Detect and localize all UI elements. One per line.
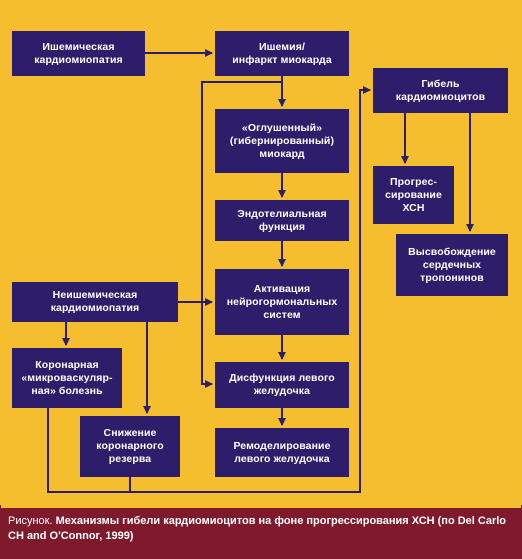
box-progression-chf: Прогрес- сирование ХСН <box>373 166 454 224</box>
caption-lead: Рисунок. <box>8 515 53 527</box>
arrow-loop-to-lvdysf <box>201 81 282 388</box>
caption-text: Механизмы гибели кардиомиоцитов на фоне … <box>8 515 507 542</box>
caption-bar <box>0 508 522 559</box>
box-coronary-reserve: Снижение коронарного резерва <box>80 416 180 477</box>
box-cardiomyocyte-death: Гибель кардиомиоцитов <box>373 68 508 113</box>
box-troponin-release: Высвобождение сердечных тропонинов <box>396 234 508 296</box>
box-coronary-microvascular: Коронарная «микроваскуляр- ная» болезнь <box>12 348 122 408</box>
box-stunned-myocardium: «Оглушенный» (гибернированный) миокард <box>215 109 349 173</box>
figure-caption: Рисунок. Механизмы гибели кардиомиоцитов… <box>8 514 514 544</box>
box-ischemia-infarction: Ишемия/ инфаркт миокарда <box>215 31 349 76</box>
box-ischemic-cardiomyopathy: Ишемическая кардиомиопатия <box>12 31 145 76</box>
box-neurohormonal-activation: Активация нейрогормональных систем <box>215 269 349 335</box>
box-lv-remodeling: Ремоделирование левого желудочка <box>215 428 349 477</box>
box-lv-dysfunction: Дисфункция левого желудочка <box>215 362 349 408</box>
box-endothelial-function: Эндотелиальная функция <box>215 200 349 241</box>
box-nonischemic-cardiomyopathy: Неишемическая кардиомиопатия <box>12 282 178 322</box>
connector-lines <box>47 49 474 493</box>
arrow-bottom-loop-to-death <box>47 86 371 493</box>
